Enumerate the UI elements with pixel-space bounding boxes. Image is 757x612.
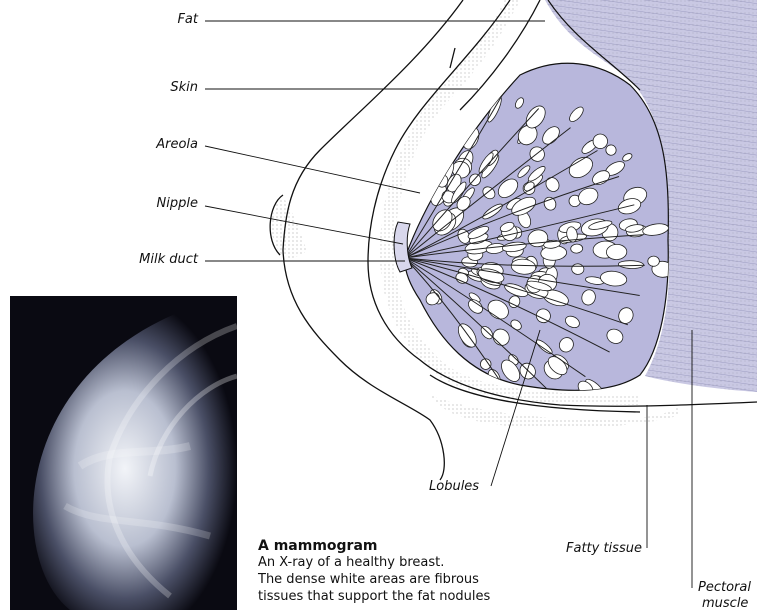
- label-fatty-tissue: Fatty tissue: [566, 541, 642, 556]
- lobule: [606, 244, 627, 260]
- mammogram-image: [10, 296, 237, 610]
- mammogram-caption: A mammogram An X-ray of a healthy breast…: [258, 538, 508, 605]
- lobule: [480, 65, 495, 88]
- label-milk-duct: Milk duct: [48, 252, 198, 267]
- label-pectoral-line1: Pectoral: [698, 580, 751, 596]
- glandular-tissue: [405, 63, 674, 437]
- label-lobules: Lobules: [429, 479, 479, 494]
- label-pectoral-muscle: Pectoral muscle: [698, 580, 751, 612]
- label-fat: Fat: [48, 12, 198, 27]
- caption-line-1: An X-ray of a healthy breast.: [258, 554, 508, 571]
- caption-line-2: The dense white areas are fibrous: [258, 571, 508, 588]
- label-areola: Areola: [48, 137, 198, 152]
- label-skin: Skin: [48, 80, 198, 95]
- caption-title: A mammogram: [258, 538, 508, 554]
- caption-line-3: tissues that support the fat nodules: [258, 588, 508, 605]
- label-nipple: Nipple: [48, 196, 198, 211]
- lobule: [648, 256, 660, 266]
